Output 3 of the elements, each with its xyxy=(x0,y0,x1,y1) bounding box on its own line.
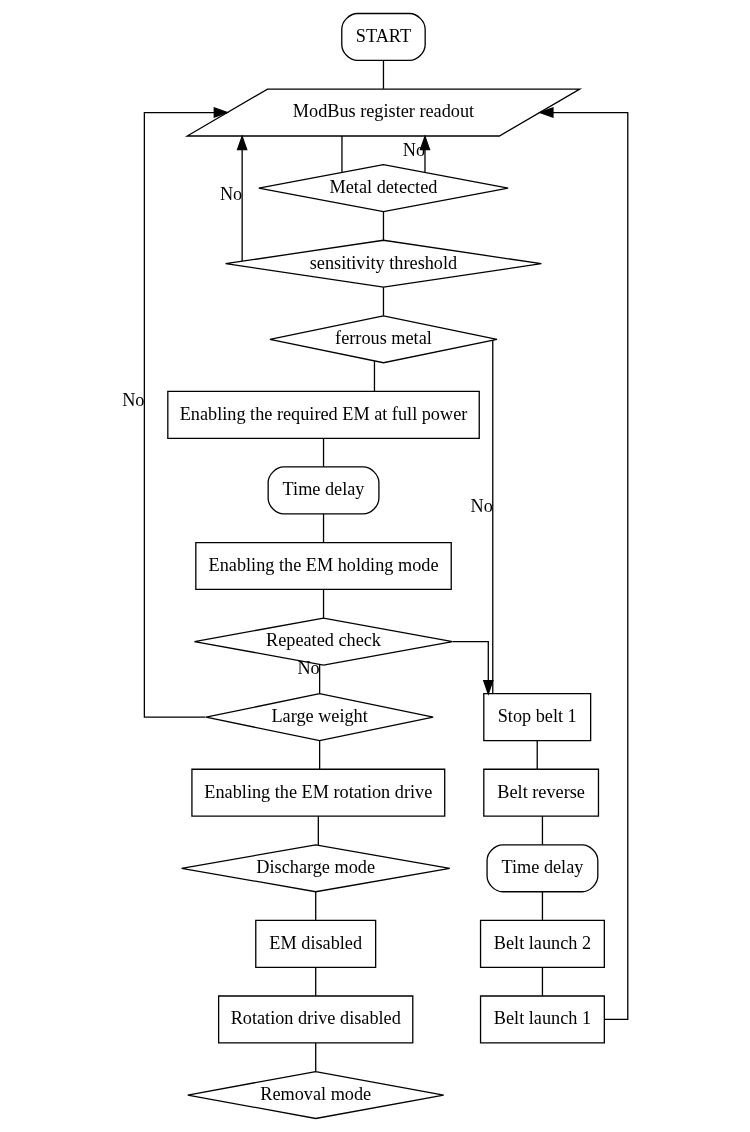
edge-label: No xyxy=(470,495,493,516)
edge-label: No xyxy=(122,389,145,410)
edge-label: No xyxy=(219,184,243,205)
